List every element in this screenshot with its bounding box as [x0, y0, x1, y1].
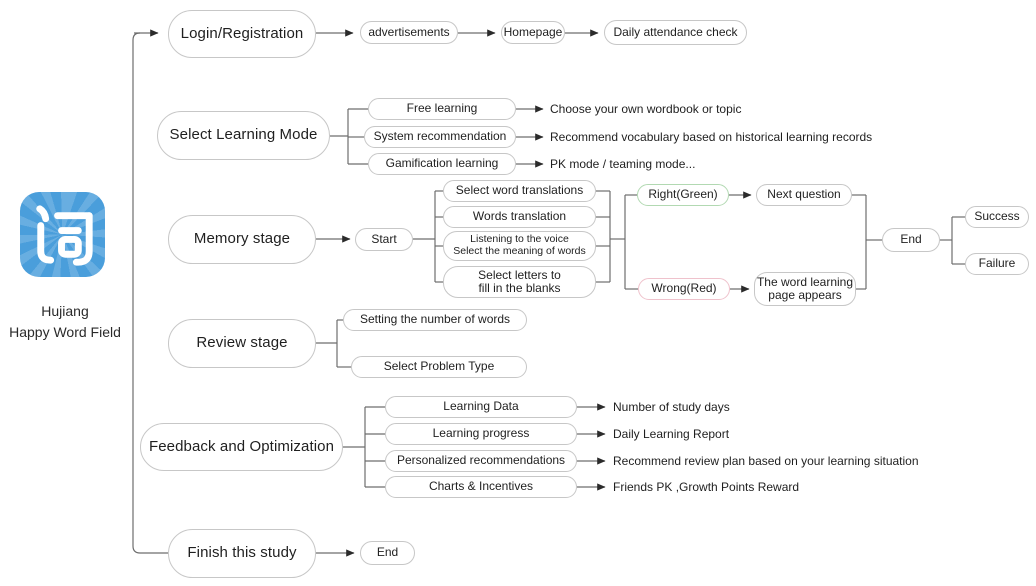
node-label: Select word translations	[455, 183, 584, 198]
node-label: Login/Registration	[180, 24, 304, 42]
chinese-word-character-icon	[36, 205, 93, 266]
desc-gamification-learning: PK mode / teaming mode...	[550, 157, 696, 171]
node-listening-to-voice: Listening to the voice Select the meanin…	[443, 231, 596, 261]
node-label: Feedback and Optimization	[148, 437, 335, 455]
node-label-line1: Select letters to	[478, 267, 561, 282]
node-label: Personalized recommendations	[396, 453, 566, 468]
node-setting-number-of-words: Setting the number of words	[343, 309, 527, 331]
node-label-line2: page appears	[768, 288, 842, 302]
node-wrong-red: Wrong(Red)	[638, 278, 730, 300]
desc-free-learning: Choose your own wordbook or topic	[550, 102, 742, 116]
node-label: Daily attendance check	[613, 24, 738, 39]
app-title: Hujiang Happy Word Field	[0, 301, 130, 343]
node-select-problem-type: Select Problem Type	[351, 356, 527, 378]
node-label: Select Problem Type	[383, 359, 495, 374]
node-memory-stage: Memory stage	[168, 215, 316, 264]
node-failure: Failure	[965, 253, 1029, 275]
node-label: End	[376, 545, 399, 560]
node-label: advertisements	[368, 24, 450, 39]
node-feedback-and-optimization: Feedback and Optimization	[140, 423, 343, 471]
node-finish-end: End	[360, 541, 415, 565]
node-label: Gamification learning	[385, 156, 499, 171]
node-label: Start	[371, 231, 397, 246]
desc-system-recommendation: Recommend vocabulary based on historical…	[550, 130, 873, 144]
node-charts-incentives: Charts & Incentives	[385, 476, 577, 498]
desc-charts-incentives: Friends PK ,Growth Points Reward	[613, 480, 800, 494]
node-system-recommendation: System recommendation	[364, 126, 516, 148]
node-learning-progress: Learning progress	[385, 423, 577, 445]
node-label: Success	[974, 209, 1020, 224]
node-label: System recommendation	[373, 129, 507, 144]
node-label-line2: fill in the blanks	[478, 281, 561, 295]
node-label-line2: Select the meaning of words	[453, 245, 586, 257]
node-label: Failure	[978, 256, 1016, 271]
node-words-translation: Words translation	[443, 206, 596, 228]
app-title-line1: Hujiang	[41, 303, 89, 319]
node-gamification-learning: Gamification learning	[368, 153, 516, 175]
node-label: Select Learning Mode	[169, 126, 318, 144]
node-end: End	[882, 228, 940, 252]
node-select-word-translations: Select word translations	[443, 180, 596, 202]
node-label: Words translation	[472, 209, 567, 224]
node-select-letters-fill-blanks: Select letters to fill in the blanks	[443, 266, 596, 298]
node-label-line1: Listening to the voice	[470, 233, 569, 246]
desc-learning-progress: Daily Learning Report	[613, 427, 730, 441]
node-word-learning-page-appears: The word learning page appears	[754, 272, 856, 306]
node-login-registration: Login/Registration	[168, 10, 316, 58]
node-finish-this-study: Finish this study	[168, 529, 316, 578]
node-label: Wrong(Red)	[651, 281, 717, 296]
node-next-question: Next question	[756, 184, 852, 206]
app-title-line2: Happy Word Field	[9, 324, 121, 340]
node-label: Homepage	[503, 24, 563, 39]
node-label: Memory stage	[193, 230, 291, 248]
node-right-green: Right(Green)	[637, 184, 729, 206]
node-label: Right(Green)	[648, 187, 718, 202]
node-free-learning: Free learning	[368, 98, 516, 120]
node-label: Learning Data	[443, 399, 519, 414]
hujiang-word-app-icon	[20, 192, 105, 277]
node-select-learning-mode: Select Learning Mode	[157, 111, 330, 160]
node-label: Review stage	[196, 334, 288, 352]
node-label: End	[900, 232, 922, 247]
node-learning-data: Learning Data	[385, 396, 577, 418]
node-personalized-recommendations: Personalized recommendations	[385, 450, 577, 472]
node-label: Charts & Incentives	[428, 479, 534, 494]
node-success: Success	[965, 206, 1029, 228]
node-daily-attendance-check: Daily attendance check	[604, 20, 747, 45]
desc-learning-data: Number of study days	[613, 400, 730, 414]
node-start: Start	[355, 228, 413, 251]
desc-personalized-recommendations: Recommend review plan based on your lear…	[613, 454, 919, 468]
node-advertisements: advertisements	[360, 21, 458, 44]
node-homepage: Homepage	[501, 21, 565, 44]
node-review-stage: Review stage	[168, 319, 316, 368]
node-label: Next question	[767, 187, 841, 202]
node-label: Learning progress	[432, 426, 530, 441]
node-label: Setting the number of words	[359, 312, 511, 327]
node-label: Finish this study	[187, 544, 297, 562]
node-label: Free learning	[406, 101, 478, 116]
node-label-line1: The word learning	[756, 274, 854, 289]
